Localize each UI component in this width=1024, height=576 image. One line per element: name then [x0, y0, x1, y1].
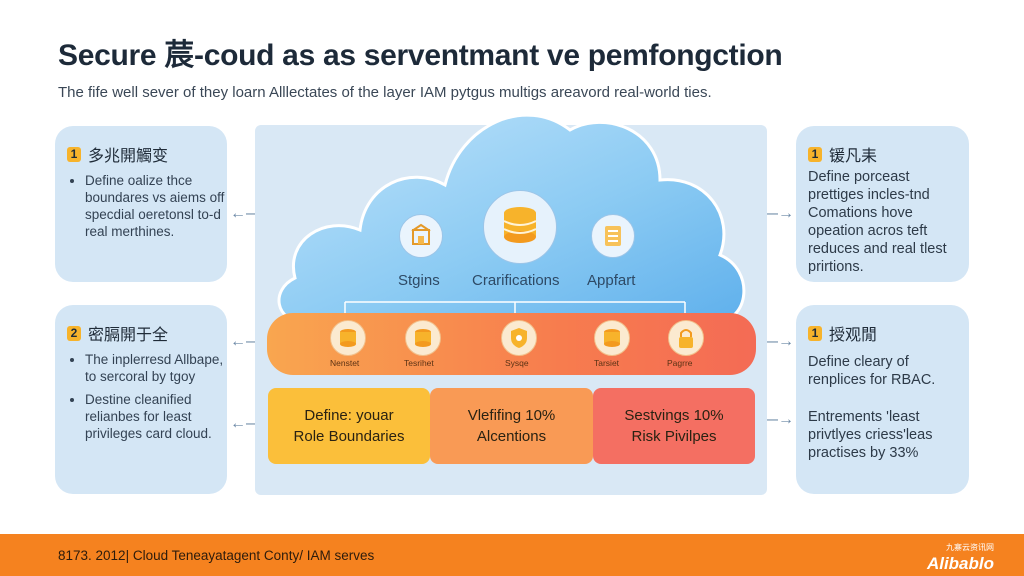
risk-privileges-box: Sestvings 10% Risk Pivilpes — [593, 388, 755, 464]
left-panel-1-list: Define oalize thce boundares vs aiems of… — [69, 172, 227, 246]
shield-icon — [501, 320, 537, 356]
role-boundaries-box: Define: youar Role Boundaries — [268, 388, 430, 464]
left-panel-2-header: 2 密膈開于全 — [67, 321, 168, 345]
lock-icon — [668, 320, 704, 356]
connector-lines — [344, 301, 686, 314]
cloud-label-2: Crarifications — [472, 272, 560, 289]
box-3-line-1: Sestvings 10% — [624, 407, 724, 424]
arrow-left-icon: ←— — [230, 205, 262, 222]
box-3-line-2: Risk Pivilpes — [631, 428, 717, 445]
alcentions-box: Vlefifing 10% Alcentions — [430, 388, 593, 464]
right-panel-1-text: Define porceast prettiges incles-tnd Com… — [808, 169, 947, 275]
right-panel-2-text-2: Entrements 'least privtlyes criess'leas … — [808, 409, 933, 461]
number-badge: 1 — [67, 146, 81, 162]
logo-small-text: 九寨云资讯网 — [946, 543, 994, 552]
list-item: Define oalize thce boundares vs aiems of… — [85, 172, 227, 240]
database-icon — [483, 190, 557, 264]
footer-bar: 8173. 2012| Cloud Teneayatagent Conty/ I… — [0, 534, 1024, 576]
band-label-2: Tesrihet — [404, 358, 434, 368]
band-label-4: Tarsiet — [594, 358, 620, 368]
band-label-5: Pagrre — [667, 358, 693, 368]
arrow-left-icon: ←— — [230, 415, 262, 432]
database-icon — [594, 320, 630, 356]
left-panel-2-list: The inplerresd Allbape, to sercoral by t… — [69, 351, 227, 448]
cloud-label-1: Stgins — [398, 272, 440, 289]
number-badge: 2 — [67, 325, 81, 341]
box-1-line-2: Role Boundaries — [293, 428, 405, 445]
number-badge: 1 — [808, 325, 822, 341]
logo-text: Alibablo — [926, 554, 994, 573]
list-item: The inplerresd Allbape, to sercoral by t… — [85, 351, 227, 385]
right-panel-2: 1 授观閒 Define cleary of renplices for RBA… — [796, 305, 969, 494]
box-2-line-2: Alcentions — [476, 428, 547, 445]
document-icon — [591, 214, 635, 258]
band-label-1: Nenstet — [330, 358, 360, 368]
cloud-label-3: Appfart — [587, 272, 636, 289]
right-panel-2-text-1: Define cleary of renplices for RBAC. — [808, 354, 936, 388]
band-label-3: Sysqe — [505, 358, 529, 368]
arrow-right-icon: —→ — [762, 205, 794, 222]
left-panel-1-header: 1 多兆開觸变 — [67, 142, 168, 166]
arrow-right-icon: —→ — [762, 411, 794, 428]
box-2-line-1: Vlefifing 10% — [467, 407, 556, 424]
footer-text: 8173. 2012| Cloud Teneayatagent Conty/ I… — [58, 548, 375, 563]
page-title: Secure 莀-coud as as serventmant ve pemfo… — [58, 39, 783, 72]
left-panel-2-heading: 密膈開于全 — [88, 327, 169, 344]
right-panel-1-header: 1 锾凡耒 — [808, 142, 877, 166]
left-panel-1: 1 多兆開觸变 Define oalize thce boundares vs … — [55, 126, 227, 282]
right-panel-2-heading: 授观閒 — [829, 327, 878, 344]
right-panel-2-header: 1 授观閒 — [808, 321, 877, 345]
brand-logo: 九寨云资讯网 Alibablo — [927, 542, 994, 574]
arrow-right-icon: —→ — [762, 333, 794, 350]
right-panel-1-heading: 锾凡耒 — [829, 148, 878, 165]
left-panel-1-heading: 多兆開觸变 — [88, 148, 169, 165]
page-subtitle: The fife well sever of they loarn Alllec… — [58, 84, 712, 101]
database-icon — [405, 320, 441, 356]
left-panel-2: 2 密膈開于全 The inplerresd Allbape, to serco… — [55, 305, 227, 494]
list-item: Destine cleanified relianbes for least p… — [85, 391, 227, 442]
arrow-left-icon: ←— — [230, 333, 262, 350]
number-badge: 1 — [808, 146, 822, 162]
box-1-line-1: Define: youar — [304, 407, 394, 424]
database-icon — [330, 320, 366, 356]
building-icon — [399, 214, 443, 258]
right-panel-1: 1 锾凡耒 Define porceast prettiges incles-t… — [796, 126, 969, 282]
